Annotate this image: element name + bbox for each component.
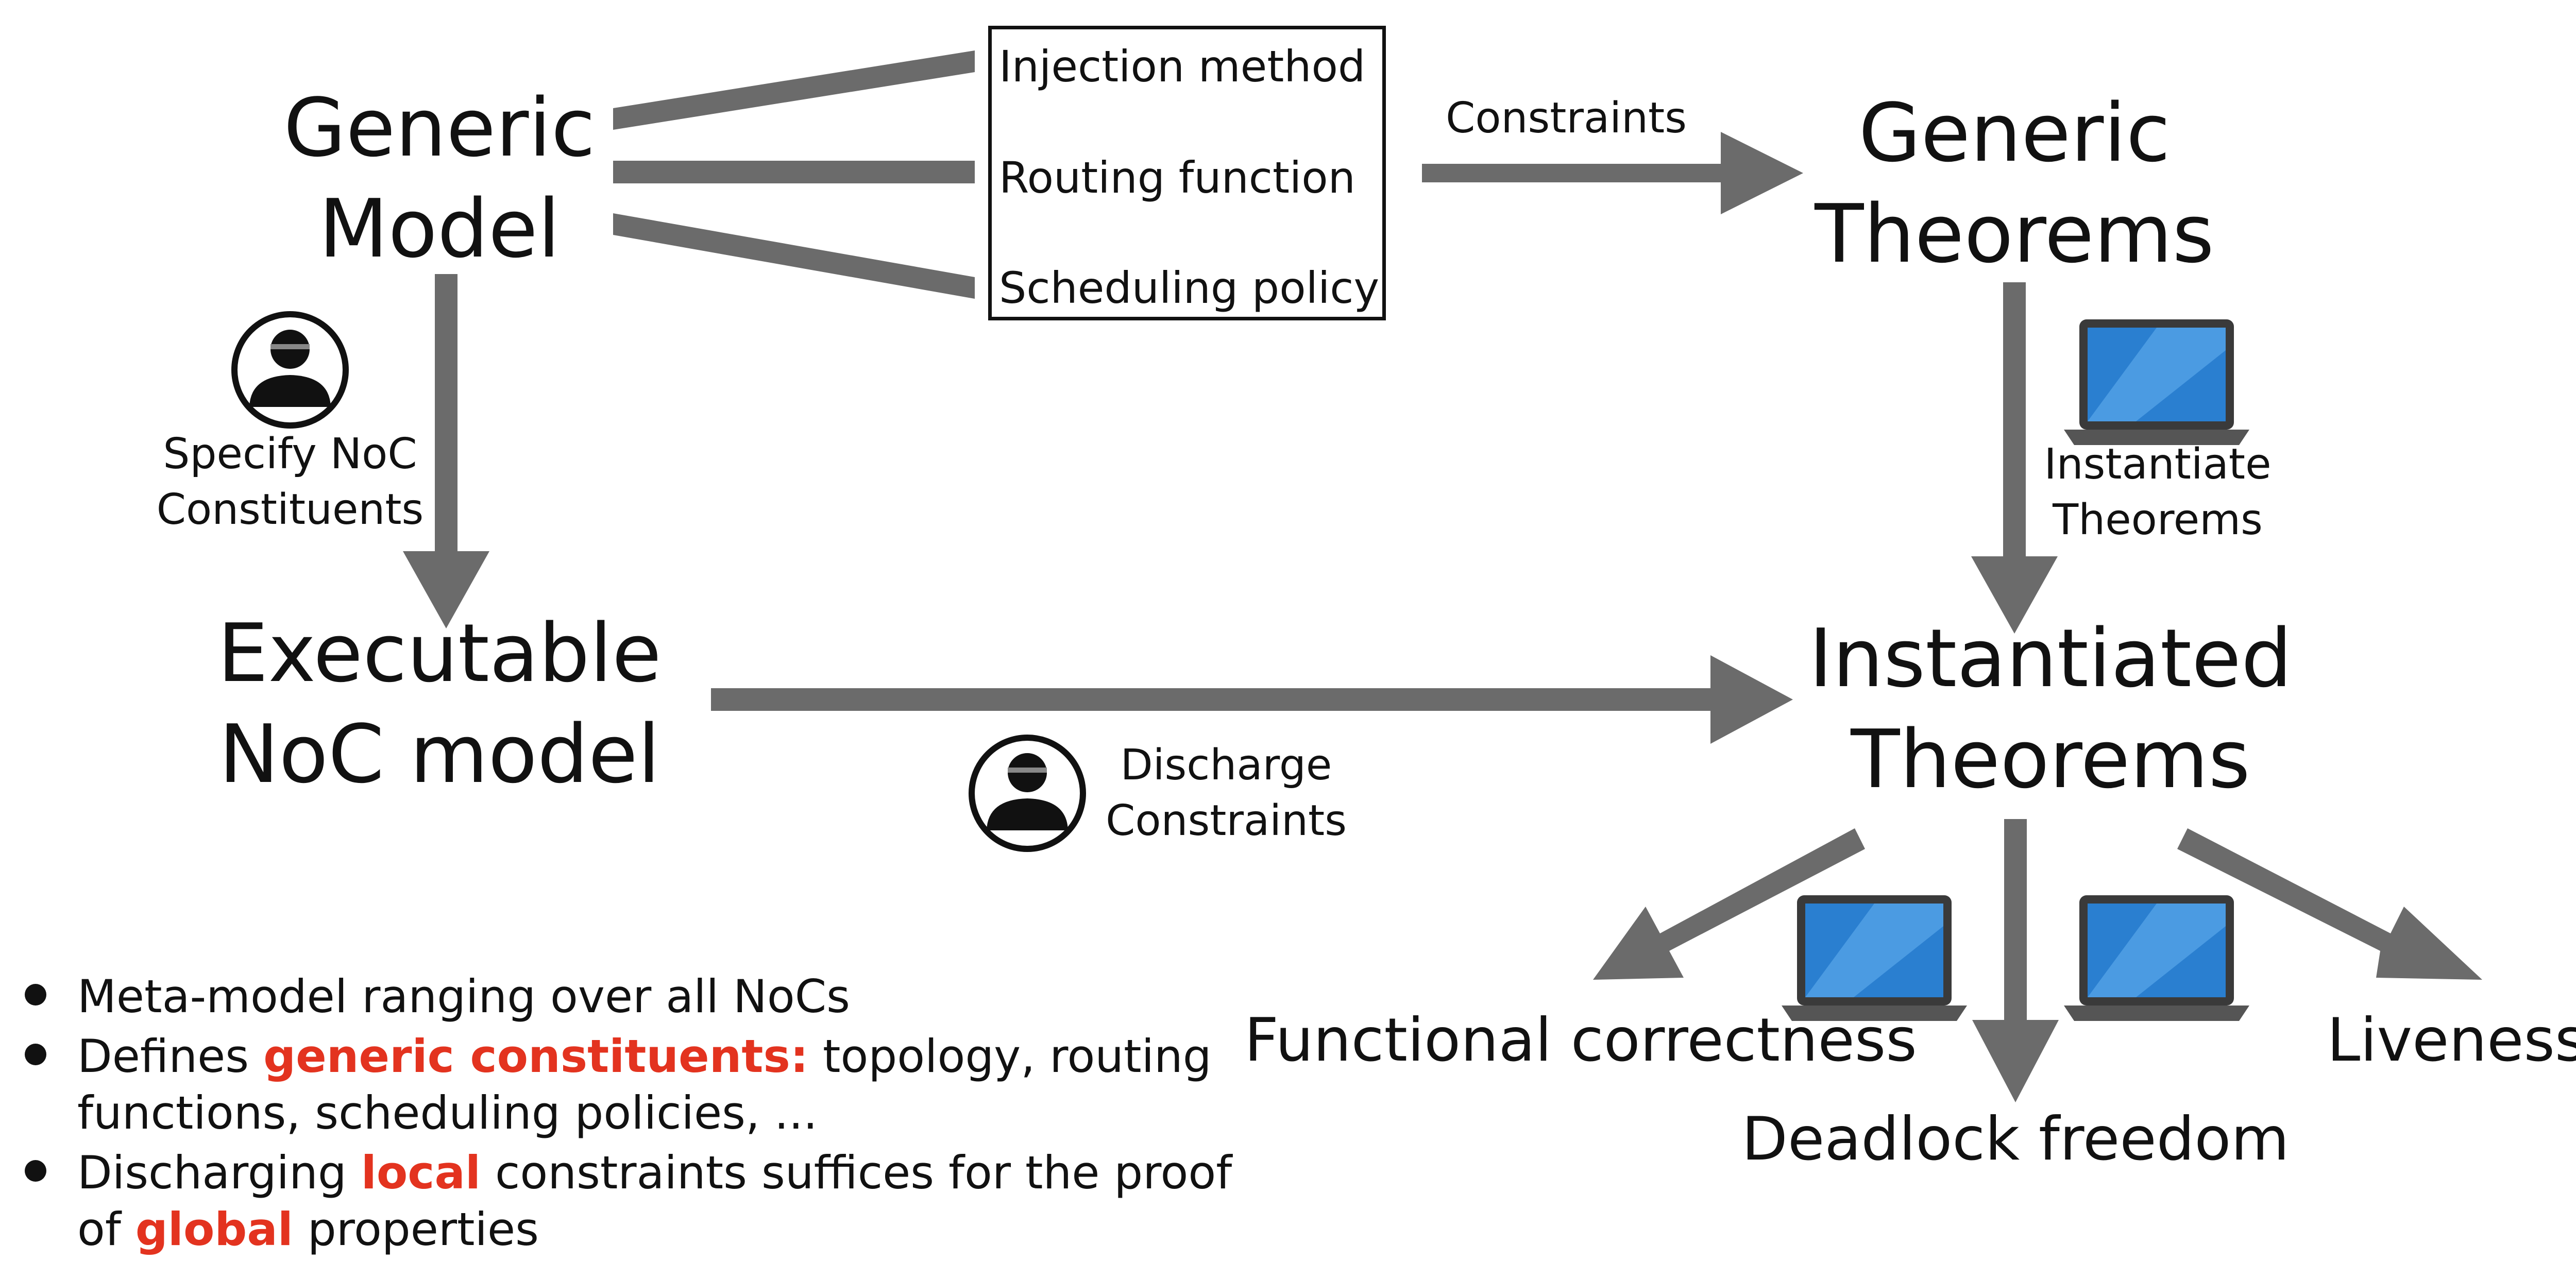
connector-injection — [613, 50, 975, 130]
box-item-scheduling: Scheduling policy — [999, 263, 1380, 313]
constituents-box: Injection method Routing function Schedu… — [988, 26, 1386, 320]
bullet-highlight: generic constituents: — [263, 1030, 809, 1083]
connector-scheduling — [613, 213, 975, 299]
bullet-highlight: local — [361, 1146, 481, 1199]
node-generic-theorems-line1: Generic — [1858, 86, 2171, 180]
label-specify-line2: Constituents — [156, 485, 424, 534]
bullet-text: Meta-model ranging over all NoCs — [77, 970, 850, 1023]
bullet-text: properties — [293, 1203, 539, 1256]
bullet-text: topology, routing functions, scheduling … — [77, 1030, 1212, 1139]
bullet-dot — [25, 984, 46, 1006]
node-executable-model-line2: NoC model — [218, 707, 660, 801]
person-icon — [231, 311, 349, 429]
label-instantiate-line1: Instantiate — [2044, 440, 2272, 489]
node-generic-model-line1: Generic — [283, 81, 596, 175]
label-instantiate-line2: Theorems — [2053, 496, 2263, 544]
arrow-specify — [403, 274, 489, 628]
node-instantiated-theorems-line1: Instantiated — [1808, 611, 2293, 705]
bullet-item: Discharging local constraints suffices f… — [21, 1145, 1267, 1258]
bullet-dot — [25, 1044, 46, 1065]
bullet-highlight: global — [135, 1203, 293, 1256]
node-executable-model: Executable NoC model — [217, 603, 662, 805]
node-generic-theorems-line2: Theorems — [1815, 187, 2214, 281]
label-instantiate: Instantiate Theorems — [2044, 437, 2271, 548]
person-icon — [969, 735, 1086, 852]
laptop-icon — [1782, 895, 1967, 1021]
laptop-icon — [2064, 895, 2249, 1021]
label-specify-line1: Specify NoC — [163, 430, 417, 479]
connector-routing — [613, 161, 975, 183]
node-deadlock-freedom: Deadlock freedom — [1741, 1104, 2290, 1174]
node-liveness: Liveness — [2327, 1006, 2576, 1075]
node-generic-model: Generic Model — [284, 77, 596, 279]
bullet-item: Defines generic constituents: topology, … — [21, 1028, 1267, 1141]
bullet-list: Meta-model ranging over all NoCs Defines… — [21, 968, 1267, 1261]
node-functional-correctness: Functional correctness — [1244, 1006, 1917, 1075]
node-instantiated-theorems: Instantiated Theorems — [1809, 608, 2292, 810]
label-constraints: Constraints — [1446, 94, 1687, 143]
label-discharge-line2: Constraints — [1106, 796, 1347, 845]
box-item-routing: Routing function — [999, 152, 1355, 203]
node-instantiated-theorems-line2: Theorems — [1851, 712, 2250, 806]
node-generic-model-line2: Model — [318, 182, 561, 276]
label-discharge: Discharge Constraints — [1106, 738, 1347, 849]
bullet-dot — [25, 1160, 46, 1182]
node-executable-model-line1: Executable — [217, 606, 662, 700]
label-discharge-line1: Discharge — [1120, 741, 1332, 790]
bullet-text: Discharging — [77, 1146, 361, 1199]
bullet-item: Meta-model ranging over all NoCs — [21, 968, 1267, 1025]
arrow-to-deadlock — [1972, 819, 2059, 1102]
laptop-icon — [2064, 319, 2249, 445]
box-item-injection: Injection method — [999, 41, 1366, 92]
arrow-to-functional — [1593, 828, 1865, 980]
node-generic-theorems: Generic Theorems — [1815, 82, 2214, 284]
bullet-text: constraints suffices for the proof of — [77, 1146, 1232, 1256]
arrow-to-liveness — [2177, 828, 2482, 980]
arrow-discharge — [711, 655, 1793, 744]
arrow-constraints — [1422, 132, 1803, 214]
arrow-instantiate — [1971, 282, 2058, 634]
bullet-text: Defines — [77, 1030, 264, 1083]
label-specify: Specify NoC Constituents — [157, 427, 423, 538]
